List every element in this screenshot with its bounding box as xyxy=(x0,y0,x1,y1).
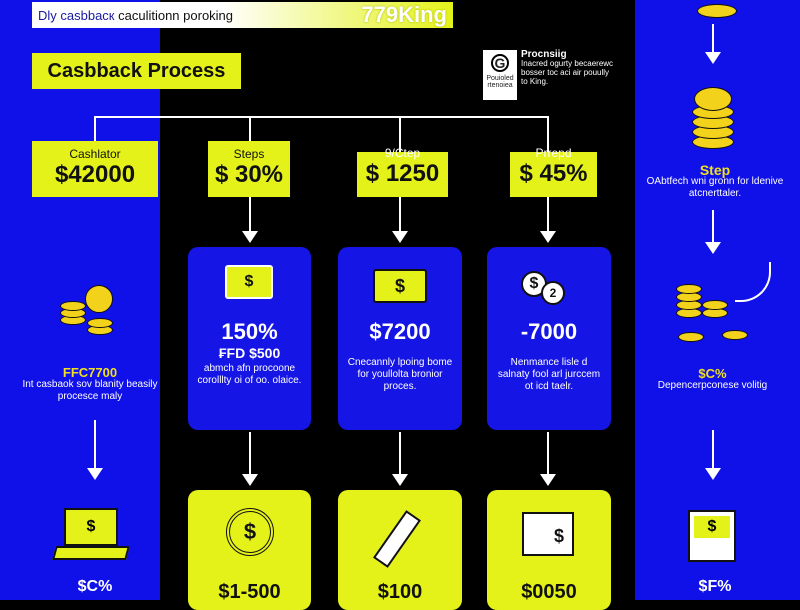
arrow-down xyxy=(540,432,556,486)
coin-icon xyxy=(676,284,702,294)
coin-icon xyxy=(85,285,113,313)
tree-box-label: Steps xyxy=(233,147,265,161)
result-card-1: $ $1-500 xyxy=(188,490,311,610)
arrow-down xyxy=(705,24,721,64)
tree-box-label: Cashlator xyxy=(69,147,121,161)
coin-cluster-icon xyxy=(672,272,752,352)
header-subtitle-rest: caculitionn poroking xyxy=(114,7,234,23)
arrow-down xyxy=(392,432,408,486)
left-summary-desc: Int casbaok sov blanity beasily procesce… xyxy=(22,379,158,402)
header-badge: 779King xyxy=(361,2,447,27)
coin-icon xyxy=(694,87,732,111)
coin-icon xyxy=(697,4,737,18)
right-summary-value: $C% xyxy=(698,366,727,381)
result-value: $100 xyxy=(377,581,423,603)
coins-icon: 2 xyxy=(541,281,565,305)
receipt-icon: $ xyxy=(225,265,273,299)
legend-heading: Procnsiig xyxy=(521,49,567,60)
coin-icon xyxy=(722,330,748,340)
right-bottom-value: $F% xyxy=(698,578,732,595)
document-dollar-icon: $ xyxy=(694,516,730,538)
left-summary-value: FFC7700 xyxy=(62,365,118,380)
arrow-down xyxy=(242,432,258,486)
tree-box-label: Prrepd xyxy=(535,146,572,160)
step-card-1: $ 150% ₣FD $500 abmch afn procoone corol… xyxy=(188,247,311,430)
step-card-2: $ $7200 Cnecannly lpoing bome for youllo… xyxy=(338,247,462,430)
coin-stack-icon xyxy=(690,85,740,155)
coin-icon xyxy=(60,301,86,311)
coin-icon xyxy=(702,300,728,310)
result-card-3: $ $0050 xyxy=(487,490,611,610)
step-card-3: $ 2 -7000 Nenmance lisle d salnaty fool … xyxy=(487,247,611,430)
tree-box-prepd: Prrepd$ 45% xyxy=(510,146,597,197)
result-value: $1-500 xyxy=(218,581,281,603)
right-step-desc: OAbtfech wni gronn for ldenive atcnertta… xyxy=(646,176,784,199)
tree-box-value: $ 45% xyxy=(519,160,588,187)
arrow-down xyxy=(540,197,556,243)
right-step-title: Step xyxy=(699,162,731,178)
tree-box-label: 9/Ctep xyxy=(384,146,421,160)
card-value: $7200 xyxy=(369,319,431,344)
legend-description: Inacred ogurty becaerewc bosser toc aci … xyxy=(521,59,614,86)
right-summary: $C%Depencerpconese volitig xyxy=(645,366,780,392)
tree-box-step: 9/Ctep$ 1250 xyxy=(357,146,448,197)
wallet-icon: $ xyxy=(373,269,427,303)
card-desc: abmch afn procoone corolllty oi of oo. o… xyxy=(197,363,302,386)
card-value: 150% xyxy=(221,319,278,344)
tree-box-cashlator: Cashlator$42000 xyxy=(32,141,158,197)
tree-box-value: $ 1250 xyxy=(365,160,440,187)
tree-box-value: $ 30% xyxy=(214,161,284,188)
coin-stack-icon xyxy=(697,0,747,20)
laptop-icon: $ xyxy=(64,508,118,546)
coin-stack-icon xyxy=(55,275,125,345)
card-value: -7000 xyxy=(520,319,578,344)
left-panel xyxy=(0,0,160,600)
tree-drop xyxy=(399,116,401,152)
result-value: $0050 xyxy=(521,581,577,603)
card-desc: Cnecannly lpoing bome for youllolta bron… xyxy=(347,357,453,392)
result-card-2: $100 xyxy=(338,490,462,610)
coin-icon xyxy=(678,332,704,342)
invoice-icon: $ xyxy=(522,512,574,556)
legend-box: G Pouioled rtenoiea xyxy=(483,50,517,100)
page-title: Casbback Process xyxy=(32,53,241,89)
tree-box-steps: Steps$ 30% xyxy=(208,141,290,197)
copyright-icon: G xyxy=(491,54,509,72)
tree-connector xyxy=(95,116,549,118)
header-subtitle: Dly casbbacк caculitionn poroking xyxy=(38,8,233,23)
arrow-down xyxy=(87,420,103,480)
header-bar: Dly casbbacк caculitionn poroking 779Kin… xyxy=(32,2,453,28)
coin-icon xyxy=(87,318,113,328)
arrow-down xyxy=(242,197,258,243)
laptop-base xyxy=(52,546,130,560)
legend-label: Pouioled rtenoiea xyxy=(486,75,514,89)
tree-drop xyxy=(547,116,549,152)
tree-drop xyxy=(94,116,96,141)
tree-box-value: $42000 xyxy=(54,161,136,188)
tree-drop xyxy=(249,116,251,141)
document-icon: $ xyxy=(688,510,736,562)
card-subvalue: ₣FD $500 xyxy=(218,345,281,361)
right-summary-desc: Depencerpconese volitig xyxy=(657,380,768,391)
card-desc: Nenmance lisle d salnaty fool arl jurcce… xyxy=(497,357,601,392)
arrow-down xyxy=(705,430,721,480)
left-bottom-value: $C% xyxy=(77,578,113,595)
header-subtitle-highlight: Dly casbbacк xyxy=(38,7,115,23)
arrow-down xyxy=(705,210,721,254)
coin-icon: $ xyxy=(226,508,274,556)
arrow-down xyxy=(392,197,408,243)
pen-icon xyxy=(372,510,422,568)
